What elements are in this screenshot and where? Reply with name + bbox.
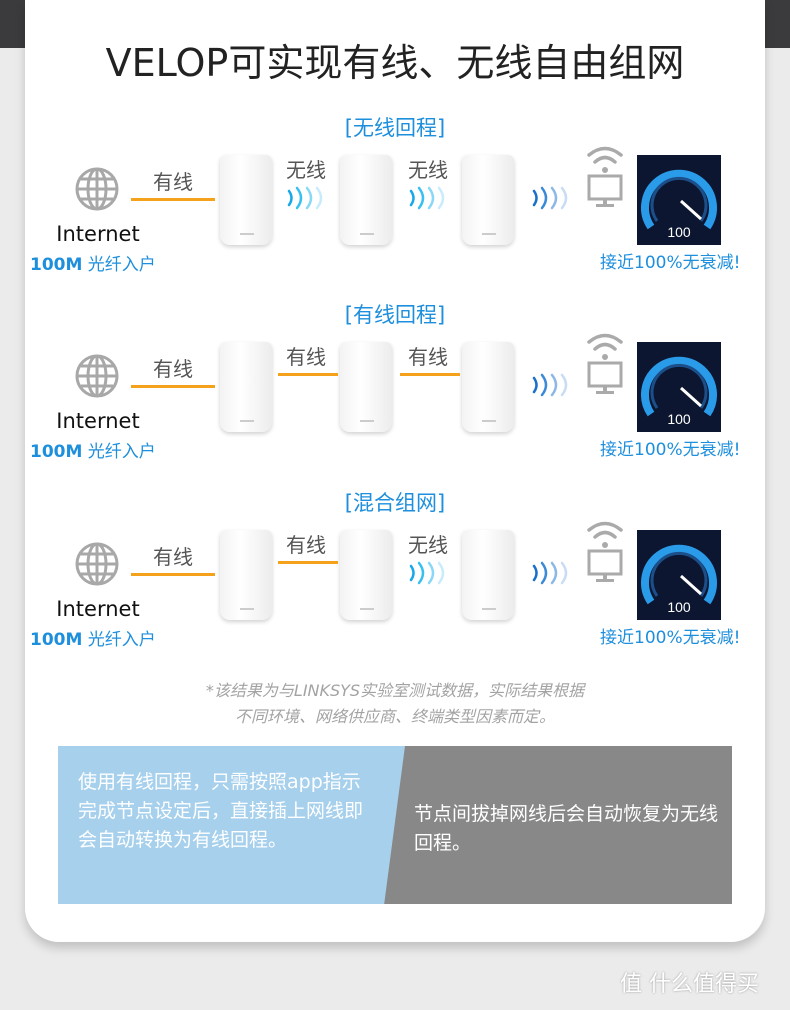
fiber-label: 100M 光纤入户 — [30, 625, 156, 650]
topology-section: [混合组网] Internet 100M 光纤入户 有线有线无线 100 接近1… — [0, 485, 790, 672]
wired-backhaul-tip: 使用有线回程，只需按照app指示完成节点设定后，直接插上网线即会自动转换为有线回… — [78, 771, 364, 851]
wifi-icon — [586, 519, 624, 551]
speedometer-image: 100 — [637, 155, 721, 245]
result-label: 接近100%无衰减! — [600, 253, 741, 273]
wireless-waves-icon — [407, 561, 451, 585]
wireless-waves-icon — [285, 186, 329, 210]
wired-link — [131, 198, 215, 201]
info-panel-left-bg — [58, 746, 405, 904]
link-label: 有线 — [153, 170, 193, 194]
velop-node — [340, 342, 392, 432]
globe-icon — [74, 541, 120, 587]
monitor-icon — [587, 361, 623, 397]
wired-link — [278, 561, 338, 564]
fiber-speed: 100M — [30, 442, 83, 462]
link-label: 无线 — [408, 158, 448, 182]
internet-label: Internet — [56, 222, 140, 246]
note-line-1: *该结果为与LINKSYS实验室测试数据，实际结果根据 — [205, 681, 585, 700]
link-label: 有线 — [286, 533, 326, 557]
fiber-text: 光纤入户 — [82, 630, 156, 650]
result-label: 接近100%无衰减! — [600, 628, 741, 648]
wifi-icon — [586, 331, 624, 363]
svg-text:100: 100 — [667, 224, 691, 240]
wired-link — [131, 573, 215, 576]
note-line-2: 不同环境、网络供应商、终端类型因素而定。 — [234, 707, 555, 726]
monitor-icon — [587, 549, 623, 585]
link-label: 无线 — [286, 158, 326, 182]
link-label: 无线 — [408, 533, 448, 557]
wired-link — [278, 373, 338, 376]
wireless-waves-icon — [530, 373, 574, 397]
svg-text:100: 100 — [667, 411, 691, 427]
info-panel: 使用有线回程，只需按照app指示完成节点设定后，直接插上网线即会自动转换为有线回… — [58, 746, 732, 904]
wired-link — [131, 385, 215, 388]
velop-node — [220, 530, 272, 620]
fiber-text: 光纤入户 — [82, 442, 156, 462]
fiber-speed: 100M — [30, 255, 83, 275]
fiber-speed: 100M — [30, 630, 83, 650]
wifi-icon — [586, 144, 624, 176]
velop-node — [220, 342, 272, 432]
topology-section: [有线回程] Internet 100M 光纤入户 有线有线有线 100 接近1… — [0, 297, 790, 484]
topology-section: [无线回程] Internet 100M 光纤入户 有线 无线 无线 100 接近1… — [0, 110, 790, 297]
wireless-waves-icon — [530, 186, 574, 210]
velop-node — [462, 342, 514, 432]
speedometer-image: 100 — [637, 342, 721, 432]
link-label: 有线 — [153, 357, 193, 381]
wired-link — [400, 373, 460, 376]
link-label: 有线 — [153, 545, 193, 569]
watermark-logo: 值 什么值得买 — [620, 972, 759, 997]
section-title: [混合组网] — [344, 491, 446, 515]
velop-node — [220, 155, 272, 245]
velop-node — [340, 155, 392, 245]
globe-icon — [74, 353, 120, 399]
result-label: 接近100%无衰减! — [600, 440, 741, 460]
link-label: 有线 — [286, 345, 326, 369]
velop-node — [340, 530, 392, 620]
section-title: [有线回程] — [344, 303, 446, 327]
internet-label: Internet — [56, 597, 140, 621]
globe-icon — [74, 166, 120, 212]
speedometer-image: 100 — [637, 530, 721, 620]
fiber-label: 100M 光纤入户 — [30, 437, 156, 462]
velop-node — [462, 155, 514, 245]
link-label: 有线 — [408, 345, 448, 369]
fiber-text: 光纤入户 — [82, 255, 156, 275]
wireless-fallback-tip: 节点间拔掉网线后会自动恢复为无线回程。 — [414, 803, 719, 854]
page-title: VELOP可实现有线、无线自由组网 — [105, 41, 685, 85]
wireless-waves-icon — [530, 561, 574, 585]
fiber-label: 100M 光纤入户 — [30, 250, 156, 275]
svg-text:100: 100 — [667, 599, 691, 615]
section-title: [无线回程] — [344, 116, 446, 140]
internet-label: Internet — [56, 409, 140, 433]
velop-node — [462, 530, 514, 620]
monitor-icon — [587, 174, 623, 210]
wireless-waves-icon — [407, 186, 451, 210]
